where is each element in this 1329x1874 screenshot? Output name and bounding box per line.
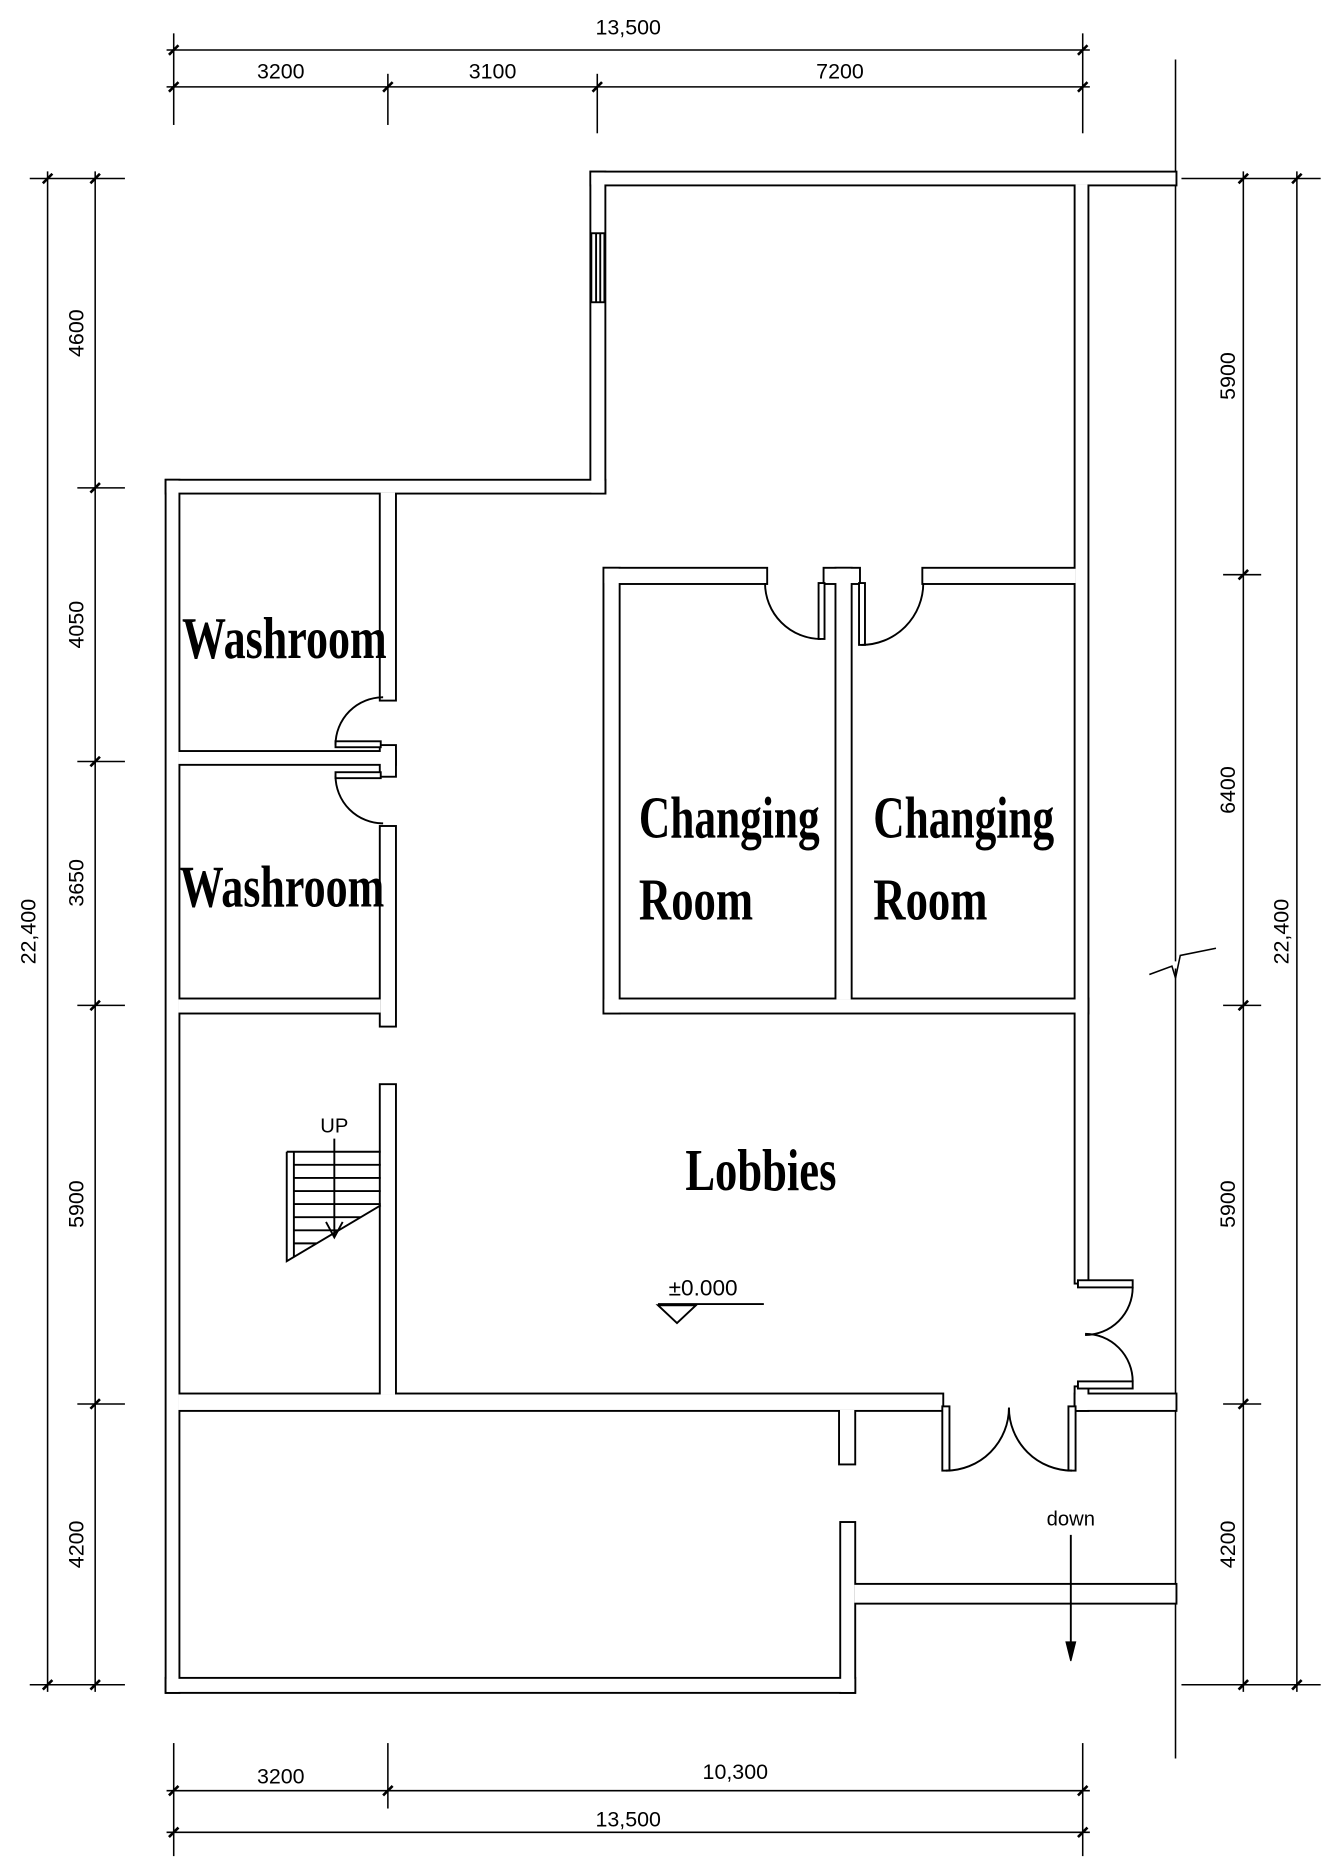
room-label-washroom-upper: Washroom [182,605,387,671]
dimension-right-segment-2: 6400 [1216,766,1240,814]
room-label-changing-left-line2: Room [639,867,753,933]
door-leaf-east-lower [1077,1380,1134,1390]
dimension-left-total: 22,400 [17,899,41,965]
dimension-ticks [1237,172,1303,1691]
door-swing-changing-left [764,583,821,640]
doors [334,582,1134,1472]
window [590,232,606,304]
dimension-right-total: 22,400 [1270,899,1294,965]
ramp-direction-label: down [1047,1508,1095,1530]
room-label-changing-left-line1: Changing [639,785,820,851]
arrow-down-icon [1065,1641,1077,1662]
dimension-top: 13,500 3200 3100 7200 [166,16,1090,134]
door-leaf-changing-left [817,582,826,640]
break-symbol [1149,947,1217,979]
dimension-top-segment-3: 7200 [816,60,864,84]
arrow-head-icon [325,1221,344,1240]
door-swing-east-upper [1085,1287,1134,1336]
dimension-ticks [41,172,101,1691]
stair-treads [293,1163,381,1245]
dimension-left-segment-5: 4200 [64,1520,88,1568]
door-leaf-south-left [941,1405,951,1472]
dimension-top-segment-2: 3100 [469,60,517,84]
dimension-ticks [168,44,1089,93]
dimension-bottom-segment-2: 10,300 [703,1760,769,1784]
window-frame [590,232,606,304]
door-swing-changing-right [861,583,925,646]
door-swing-south-right [1007,1407,1073,1472]
floor-elevation-label: ±0.000 [669,1276,738,1301]
dimension-right-segment-4: 4200 [1216,1520,1240,1568]
door-swing-south-left [945,1407,1010,1472]
dimension-bottom: 3200 10,300 13,500 [166,1743,1090,1857]
door-leaf-washroom-upper [334,740,382,749]
dimension-bottom-segment-1: 3200 [257,1765,305,1789]
door-leaf-washroom-lower [334,771,382,780]
dimension-left-segment-2: 4050 [64,601,88,649]
room-labels: Washroom Washroom Changing Room Changing… [180,605,1055,1203]
dimension-top-total: 13,500 [595,16,661,40]
door-leaf-south-right [1067,1405,1077,1472]
elevation-marker: ±0.000 [655,1276,764,1325]
dimension-left-segment-3: 3650 [64,859,88,907]
stair-direction-label: UP [320,1116,348,1138]
ramp-down-indicator: down [1047,1508,1095,1662]
room-label-lobbies: Lobbies [685,1137,836,1203]
dimension-left-segment-4: 5900 [64,1180,88,1228]
room-label-washroom-lower: Washroom [180,854,385,920]
dimension-bottom-total: 13,500 [595,1807,661,1831]
dimension-ticks [168,1784,1089,1839]
door-leaf-east-upper [1077,1279,1134,1289]
door-leaf-changing-right [858,582,866,646]
dimension-left-segment-1: 4600 [64,309,88,357]
dimension-right-segment-1: 5900 [1216,352,1240,400]
room-label-changing-right-line1: Changing [873,785,1054,851]
dimension-left: 4600 4050 3650 5900 4200 22,400 [17,171,125,1692]
door-swing-east-lower [1085,1332,1134,1382]
staircase: UP [285,1116,382,1263]
elevation-triangle-icon [655,1304,699,1325]
dimension-right-segment-3: 5900 [1216,1180,1240,1228]
dimension-right: 5900 6400 5900 4200 22,400 [1149,59,1321,1759]
dimension-top-segment-1: 3200 [257,60,305,84]
room-label-changing-right-line2: Room [873,867,987,933]
door-swing-washroom-upper [334,696,384,745]
door-swing-washroom-lower [334,775,384,825]
